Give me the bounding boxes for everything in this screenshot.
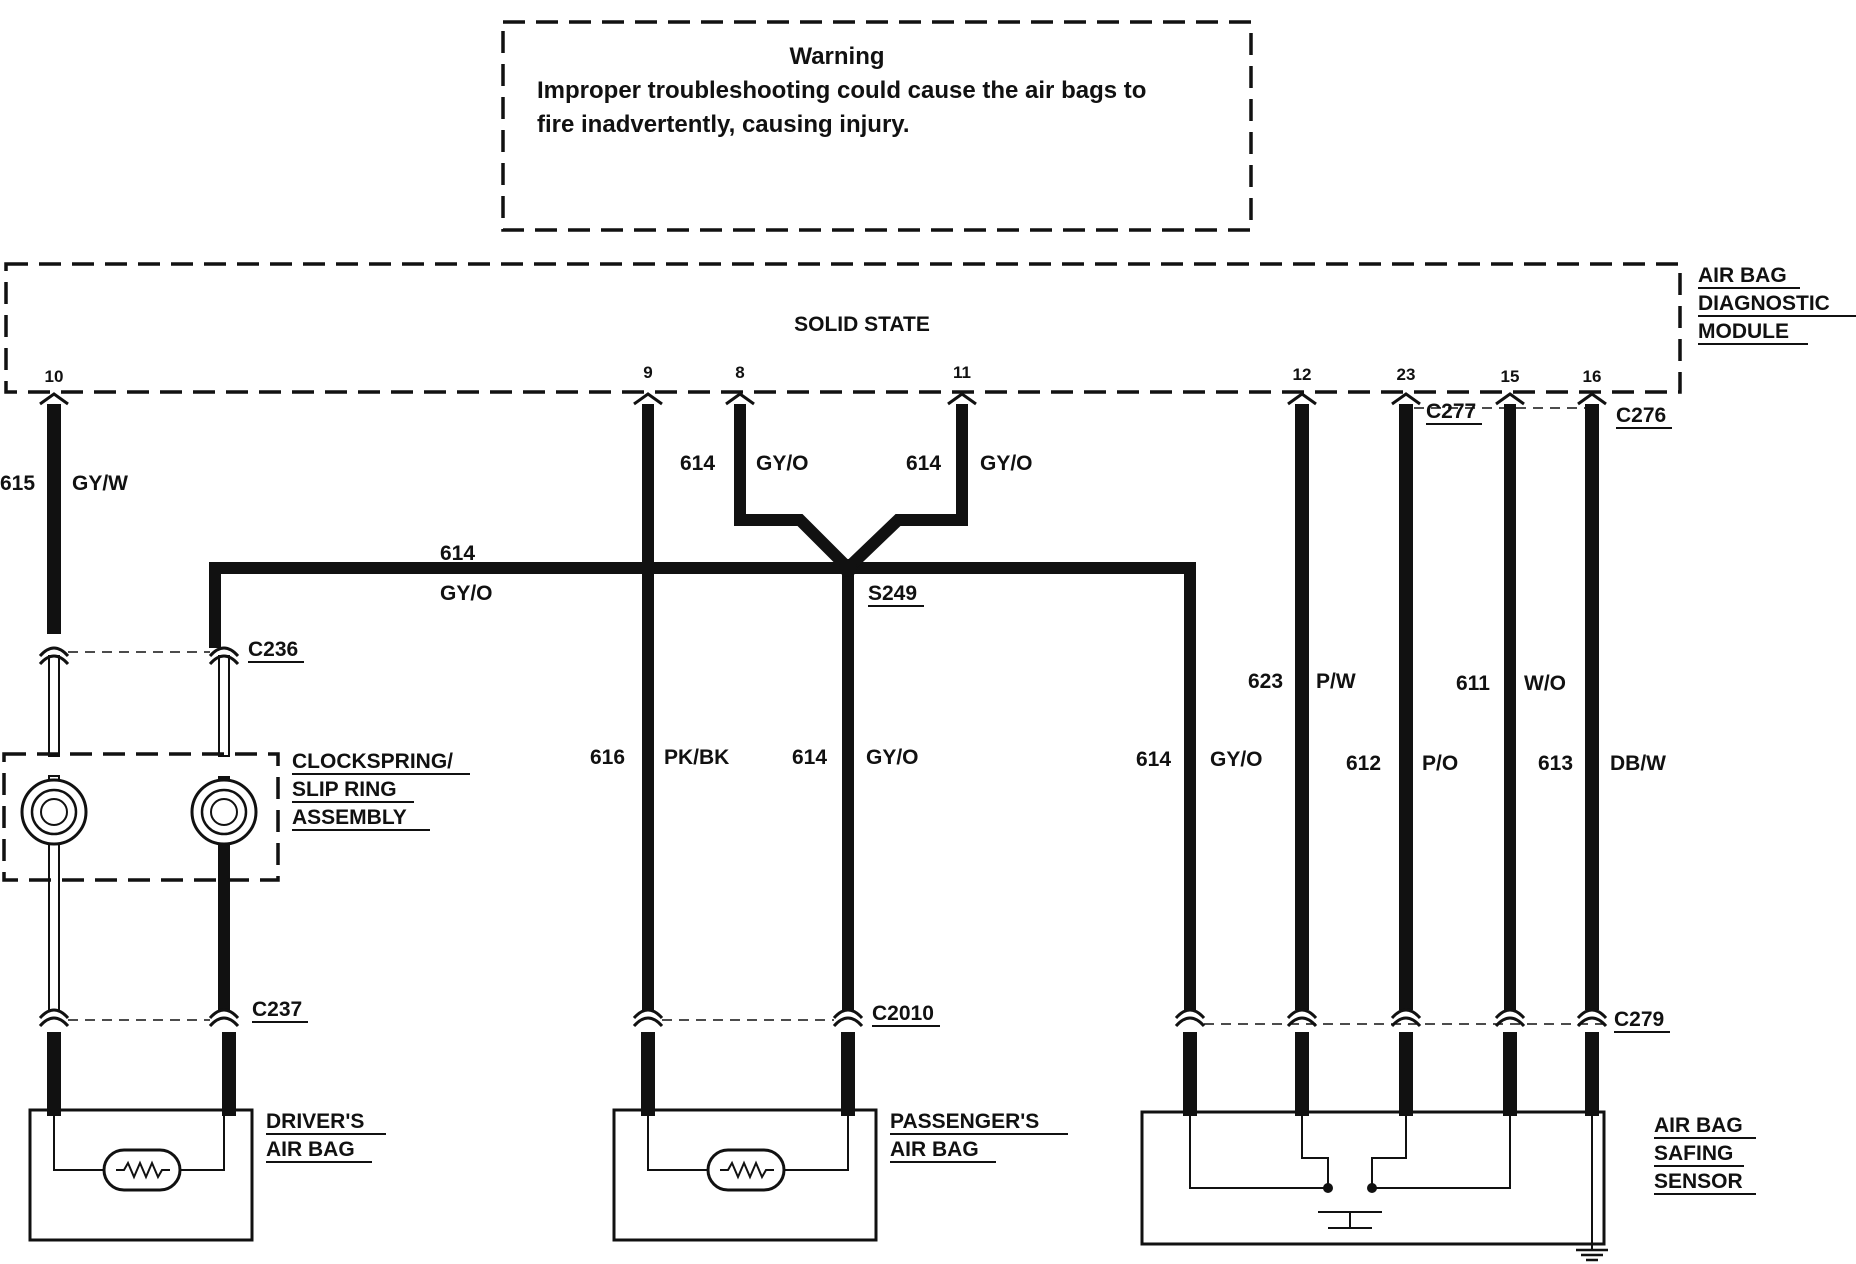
connector-c2010-shape bbox=[632, 1008, 864, 1028]
pin-15-label: 15 bbox=[1501, 367, 1520, 386]
wire-614-right-color: GY/O bbox=[1210, 748, 1263, 771]
clockspring-coil-right-icon bbox=[190, 778, 258, 846]
clockspring-line-3: ASSEMBLY bbox=[292, 806, 407, 829]
module-name-line-1: AIR BAG bbox=[1698, 264, 1787, 287]
wire-614-pin11-color: GY/O bbox=[980, 452, 1033, 475]
passenger-airbag-line-2: AIR BAG bbox=[890, 1138, 979, 1161]
passengers-air-bag: PASSENGER'S AIR BAG bbox=[612, 1108, 1068, 1242]
warning-line-2: fire inadvertently, causing injury. bbox=[537, 111, 910, 138]
wire-611-color: W/O bbox=[1524, 672, 1566, 695]
igniter-resistor-icon bbox=[102, 1148, 182, 1192]
inline-connectors: C236 C237 C2010 C279 bbox=[38, 638, 1670, 1033]
clockspring-line-2: SLIP RING bbox=[292, 778, 397, 801]
wire-612-num: 612 bbox=[1346, 752, 1381, 775]
driver-airbag-line-2: AIR BAG bbox=[266, 1138, 355, 1161]
connector-c277: C277 bbox=[1426, 400, 1476, 423]
wire-613-color: DB/W bbox=[1610, 752, 1666, 775]
pin-9-label: 9 bbox=[643, 363, 652, 382]
connector-c2010: C2010 bbox=[872, 1002, 934, 1025]
wire-614-pin8-num: 614 bbox=[680, 452, 715, 475]
wire-615-color: GY/W bbox=[72, 472, 128, 495]
wire-harness bbox=[47, 404, 1599, 1116]
wire-614-pin8-color: GY/O bbox=[756, 452, 809, 475]
driver-airbag-line-1: DRIVER'S bbox=[266, 1110, 364, 1133]
wire-614-horiz-num: 614 bbox=[440, 542, 475, 565]
wire-614-right-num: 614 bbox=[1136, 748, 1171, 771]
warning-title: Warning bbox=[789, 43, 884, 70]
wire-616-color: PK/BK bbox=[664, 746, 729, 769]
connector-c236: C236 bbox=[248, 638, 298, 661]
air-bag-safing-sensor: AIR BAG SAFING SENSOR bbox=[1140, 1110, 1756, 1262]
air-bag-diagnostic-module: SOLID STATE AIR BAG DIAGNOSTIC MODULE 10… bbox=[4, 262, 1856, 429]
safing-sensor-line-3: SENSOR bbox=[1654, 1170, 1743, 1193]
pin-12-label: 12 bbox=[1293, 365, 1312, 384]
pin-10-label: 10 bbox=[45, 367, 64, 386]
wire-614-pass-num: 614 bbox=[792, 746, 827, 769]
connector-c279: C279 bbox=[1614, 1008, 1664, 1031]
warning-line-1: Improper troubleshooting could cause the… bbox=[537, 77, 1146, 104]
connector-c279-shape bbox=[1174, 1008, 1608, 1028]
pin-8-label: 8 bbox=[735, 363, 744, 382]
wire-614-horiz-color: GY/O bbox=[440, 582, 493, 605]
connector-c276: C276 bbox=[1616, 404, 1666, 427]
solid-state-label: SOLID STATE bbox=[794, 313, 930, 336]
safing-sensor-line-1: AIR BAG bbox=[1654, 1114, 1743, 1137]
wire-612-color: P/O bbox=[1422, 752, 1458, 775]
wire-611-num: 611 bbox=[1456, 672, 1490, 695]
pin-11-label: 11 bbox=[953, 363, 971, 382]
sensor-switch-icon bbox=[1318, 1183, 1382, 1229]
passenger-airbag-line-1: PASSENGER'S bbox=[890, 1110, 1039, 1133]
clockspring-coil-left-icon bbox=[20, 778, 88, 846]
splice-s249: S249 bbox=[839, 559, 924, 607]
igniter-resistor-icon bbox=[706, 1148, 786, 1192]
wire-623-color: P/W bbox=[1316, 670, 1356, 693]
warning-box: Warning Improper troubleshooting could c… bbox=[501, 20, 1253, 232]
wire-616-num: 616 bbox=[590, 746, 625, 769]
drivers-air-bag: DRIVER'S AIR BAG bbox=[28, 1108, 386, 1242]
wire-623-num: 623 bbox=[1248, 670, 1283, 693]
module-terminals bbox=[39, 392, 1607, 406]
wire-614-pin11-num: 614 bbox=[906, 452, 941, 475]
wire-labels: 615 GY/W 614 GY/O 614 GY/O 614 GY/O 616 … bbox=[0, 452, 1666, 775]
module-name-line-2: DIAGNOSTIC bbox=[1698, 292, 1830, 315]
splice-label: S249 bbox=[868, 582, 917, 605]
clockspring-assembly: CLOCKSPRING/ SLIP RING ASSEMBLY bbox=[2, 750, 470, 882]
connector-c236-shape bbox=[38, 646, 240, 666]
connector-c237-shape bbox=[38, 1008, 240, 1028]
module-name-line-3: MODULE bbox=[1698, 320, 1789, 343]
ground-icon bbox=[1576, 1244, 1608, 1262]
wire-613-num: 613 bbox=[1538, 752, 1573, 775]
wire-615-num: 615 bbox=[0, 472, 35, 495]
clockspring-line-1: CLOCKSPRING/ bbox=[292, 750, 453, 773]
pin-23-label: 23 bbox=[1397, 365, 1416, 384]
connector-c237: C237 bbox=[252, 998, 302, 1021]
wire-614-pass-color: GY/O bbox=[866, 746, 919, 769]
pin-16-label: 16 bbox=[1583, 367, 1602, 386]
safing-sensor-line-2: SAFING bbox=[1654, 1142, 1733, 1165]
